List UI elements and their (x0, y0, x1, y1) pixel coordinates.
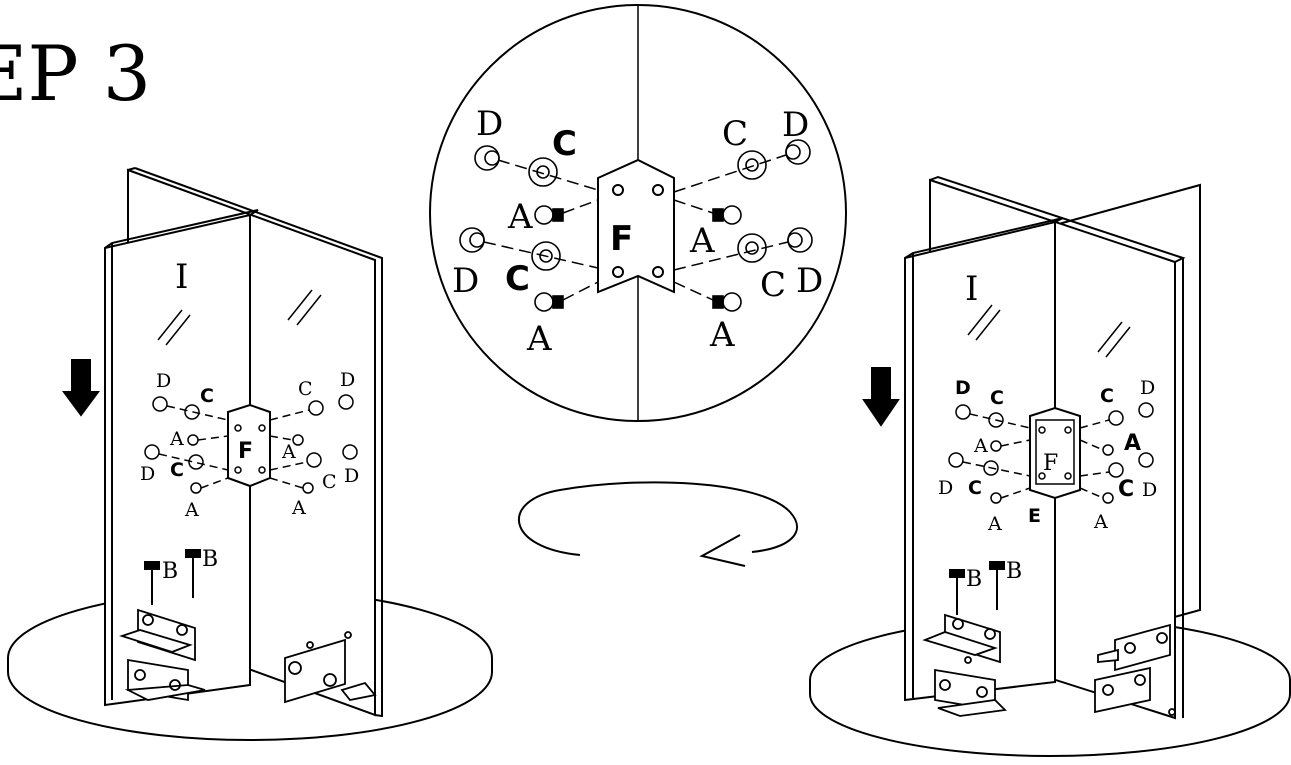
right-label-b1: B (966, 567, 982, 592)
left-label-a2: A (281, 441, 296, 463)
step-title: EP 3 (0, 29, 151, 118)
right-label-f: F (1043, 451, 1058, 476)
zoom-label-c2: C (722, 114, 748, 154)
right-label-d4: D (1142, 479, 1157, 501)
left-panel-label: I (175, 257, 188, 297)
right-label-a2: A (1124, 431, 1141, 456)
zoom-label-c3: C (505, 259, 530, 299)
left-label-c4: C (322, 471, 337, 493)
left-label-a4: A (291, 497, 306, 519)
left-label-c3: C (170, 459, 184, 481)
glass-glare-icon (967, 304, 1131, 358)
left-label-d3: D (140, 463, 155, 485)
left-assembly (7, 167, 493, 741)
left-label-d1: D (156, 370, 171, 392)
zoom-detail (429, 4, 847, 422)
zoom-screws (534, 205, 742, 312)
zoom-label-c4: C (760, 265, 786, 305)
left-label-b1: B (162, 559, 178, 584)
rotate-arrow-icon (518, 481, 798, 567)
zoom-label-a3: A (526, 319, 552, 359)
left-hardware (144, 394, 358, 494)
right-label-a1: A (973, 435, 988, 457)
screw-icon (144, 549, 201, 605)
right-down-arrow-icon (862, 367, 900, 427)
right-panel-label: I (965, 269, 978, 309)
zoom-label-d1: D (476, 104, 503, 144)
right-label-d3: D (938, 477, 953, 499)
right-label-c1: C (990, 387, 1004, 409)
right-label-d1: D (955, 377, 971, 399)
zoom-label-a2: A (689, 221, 715, 261)
zoom-label-a4: A (709, 315, 735, 355)
right-label-b2: B (1006, 559, 1022, 584)
left-label-c2: C (298, 378, 313, 400)
zoom-label-d2: D (782, 105, 809, 145)
glass-glare-icon (157, 289, 322, 346)
right-label-a4: A (1093, 511, 1108, 533)
zoom-label-d3: D (452, 261, 479, 301)
right-base-brackets (922, 613, 1176, 717)
right-label-e: E (1028, 505, 1041, 527)
right-front-panel (904, 220, 1056, 702)
zoom-label-d4: D (796, 261, 823, 301)
left-labels: I D C C D A F A D C C D A A B B (140, 257, 359, 584)
right-label-c4: C (1118, 477, 1134, 502)
right-labels: I D C C D A F A D C C D A E A B B (938, 269, 1157, 592)
zoom-label-c1: C (552, 124, 577, 164)
left-label-f: F (238, 439, 253, 464)
left-label-c1: C (200, 385, 214, 407)
zoom-labels: D C C D A F A D C C D A A (452, 104, 823, 359)
right-label-a3: A (987, 513, 1002, 535)
left-label-a1: A (169, 428, 184, 450)
left-label-d4: D (344, 465, 359, 487)
right-label-c2: C (1100, 385, 1114, 407)
right-hardware (948, 402, 1154, 504)
right-label-c3: C (968, 477, 982, 499)
zoom-label-a1: A (507, 197, 533, 237)
right-assembly (809, 175, 1291, 757)
right-screw-icon (949, 561, 1005, 615)
left-label-a3: A (184, 499, 199, 521)
right-label-d2: D (1140, 377, 1155, 399)
left-label-b2: B (202, 547, 218, 572)
zoom-label-f: F (610, 219, 633, 259)
bushing-icon (459, 139, 813, 253)
left-base-brackets (119, 608, 377, 704)
left-label-d2: D (340, 369, 355, 391)
down-arrow-icon (62, 359, 100, 417)
